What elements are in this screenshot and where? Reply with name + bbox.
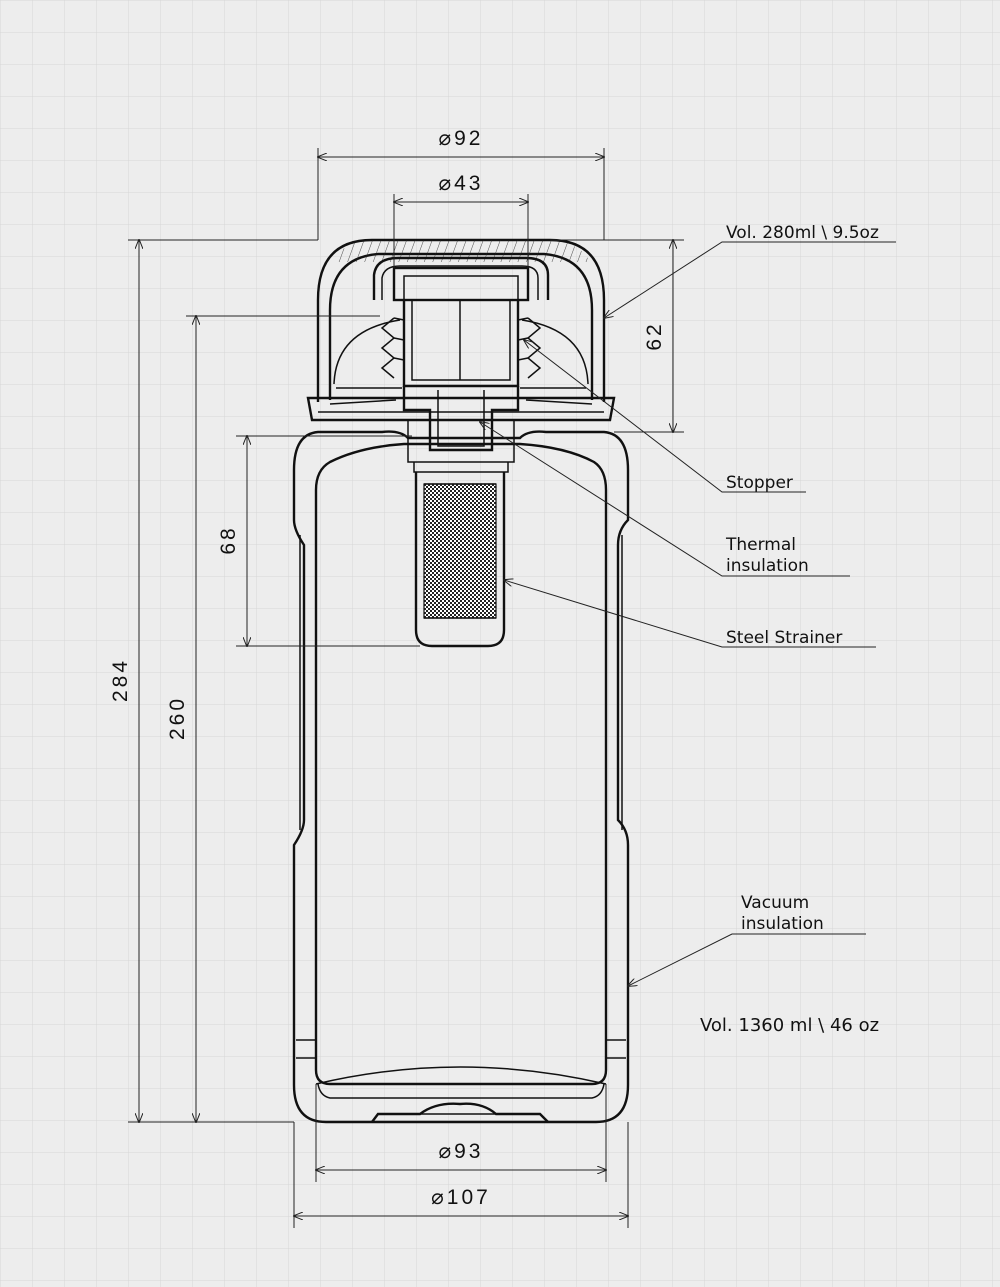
dim-cap-width: ⌀92 [438, 127, 483, 150]
dim-total-height: 284 [109, 658, 132, 702]
label-cap-volume: Vol. 280ml \ 9.5oz [726, 223, 879, 243]
bottle-body [292, 430, 630, 1124]
label-steel-strainer: Steel Strainer [726, 628, 842, 648]
steel-strainer [414, 472, 506, 648]
callout-labels: Vol. 280ml \ 9.5oz Stopper Thermal insul… [700, 223, 879, 1036]
dim-body-outer-width: ⌀107 [431, 1186, 491, 1209]
label-body-volume: Vol. 1360 ml \ 46 oz [700, 1015, 879, 1036]
dimension-texts: ⌀92 ⌀43 ⌀93 ⌀107 284 260 68 62 [109, 127, 666, 1209]
cap [306, 238, 616, 422]
dimension-lines [128, 148, 684, 1228]
leader-lines [480, 241, 896, 986]
dim-cap-height: 62 [643, 321, 666, 350]
label-vacuum-line1: Vacuum [741, 893, 809, 913]
dim-strainer-height: 68 [217, 525, 240, 554]
label-stopper: Stopper [726, 473, 793, 493]
label-vacuum-line2: insulation [741, 914, 824, 934]
dim-body-height: 260 [166, 696, 189, 740]
label-thermal-line1: Thermal [725, 535, 796, 555]
stopper [380, 266, 542, 473]
dim-stopper-width: ⌀43 [438, 172, 483, 195]
label-thermal-line2: insulation [726, 556, 809, 576]
dim-body-inner-width: ⌀93 [438, 1140, 483, 1163]
